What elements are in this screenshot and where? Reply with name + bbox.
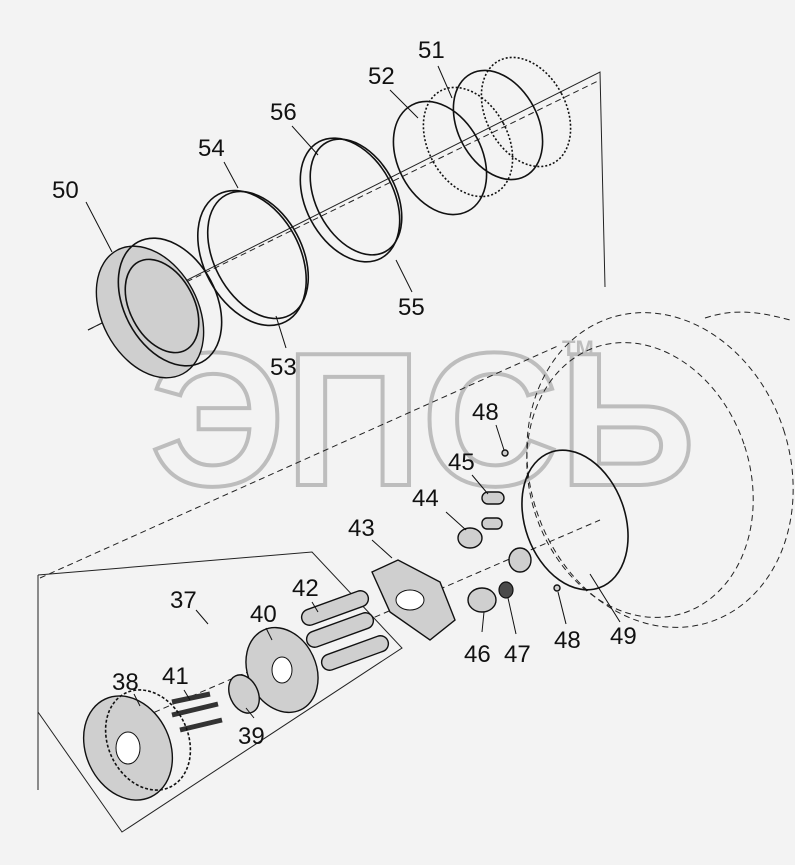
callout-43: 43 [348,515,375,542]
dowel-48b [553,584,561,592]
watermark: ЭПСЬ TM [148,312,698,528]
callout-47: 47 [504,641,531,668]
callout-56: 56 [270,99,297,126]
part-ring [299,137,403,263]
callout-42: 42 [292,575,319,602]
callout-41: 41 [162,663,189,690]
part-retainer-plate-holes [245,626,319,714]
callout-48a: 48 [472,399,499,426]
part-ball-guide [228,674,260,714]
pin-45 [481,491,505,505]
callout-40: 40 [250,601,277,628]
watermark-tm: TM [562,336,594,361]
part-bearing-housing [95,237,223,379]
callout-45: 45 [448,449,475,476]
callout-38: 38 [112,669,139,696]
part-cylinder-block [82,689,192,801]
part-motor-housing [521,311,794,628]
callout-44: 44 [412,485,439,512]
callout-54: 54 [198,135,225,162]
callout-50: 50 [52,177,79,204]
part-spring-pins [171,691,223,733]
part-retainer-plate [392,100,488,216]
callout-39: 39 [238,723,265,750]
callout-49: 49 [610,623,637,650]
small-parts [457,449,561,613]
callout-labels: 50 54 56 52 51 55 53 48 45 44 43 42 37 4… [52,37,637,750]
part-valve-plate [371,559,456,641]
part-ring-seal [196,189,310,327]
part-piston-set [300,590,390,671]
callout-52: 52 [368,63,395,90]
gear-47 [498,581,514,599]
leader-lines [85,65,621,719]
callout-55: 55 [398,294,425,321]
callout-53: 53 [270,354,297,381]
part-44b [508,547,532,573]
bushing-46 [467,587,497,613]
callout-51: 51 [418,37,445,64]
callout-48b: 48 [554,627,581,654]
callout-37: 37 [170,587,197,614]
plug-44 [457,527,483,549]
callout-46: 46 [464,641,491,668]
watermark-text: ЭПСЬ [150,314,696,526]
dowel-48a [501,449,509,457]
part-friction-discs [422,56,572,198]
